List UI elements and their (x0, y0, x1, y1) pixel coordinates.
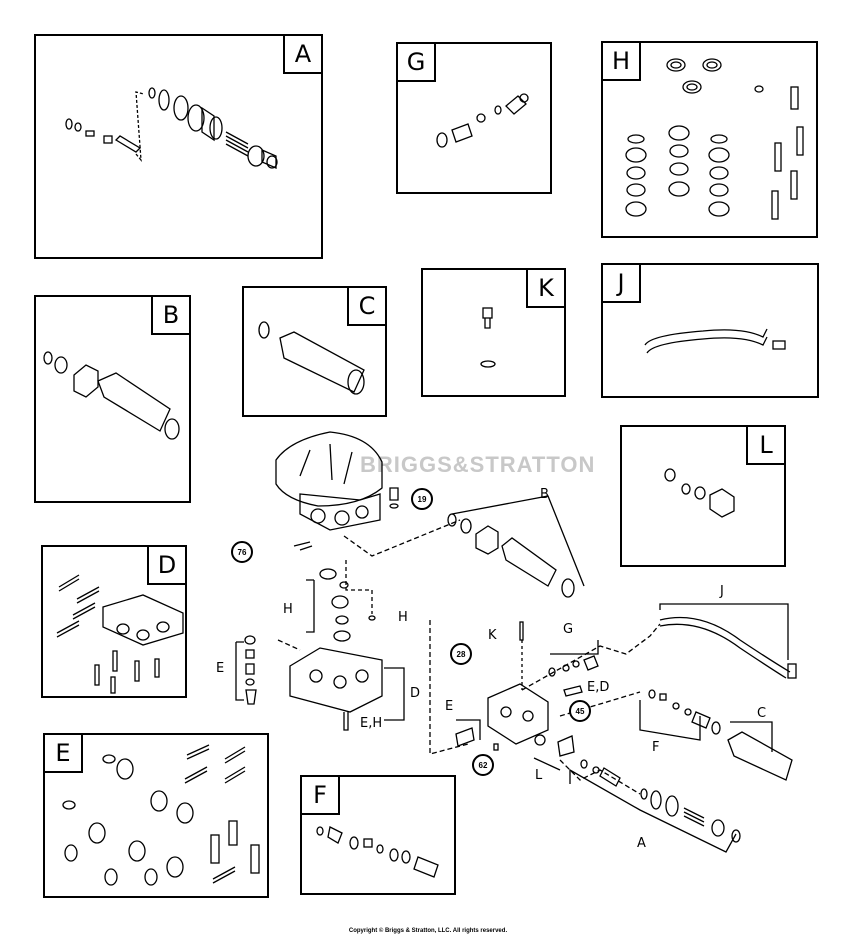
label-e-h: E,H (360, 716, 383, 731)
panel-l: L (620, 425, 786, 567)
label-e-left: E (216, 661, 225, 676)
label-f: F (652, 740, 660, 755)
panel-k: K (421, 268, 566, 397)
label-c: C (757, 706, 767, 721)
label-a: A (637, 836, 646, 851)
panel-g-parts-drawing (436, 93, 529, 148)
panel-f: F (300, 775, 456, 895)
label-e-d: E,D (587, 680, 610, 695)
panel-c: C (242, 286, 387, 417)
label-h-right: H (398, 610, 408, 625)
panel-h-parts-drawing (625, 58, 804, 220)
label-g: G (563, 622, 574, 637)
panel-h-label: H (601, 41, 641, 81)
panel-b-label: B (151, 295, 191, 335)
label-e-right: E (445, 699, 454, 714)
panel-e-label: E (43, 733, 83, 773)
copyright-notice: Copyright © Briggs & Stratton, LLC. All … (348, 928, 508, 934)
panel-c-parts-drawing (258, 321, 365, 395)
callout-62: 62 (472, 754, 494, 776)
callout-19: 19 (411, 488, 433, 510)
callout-45: 45 (569, 700, 591, 722)
panel-k-parts-drawing (480, 307, 496, 368)
callout-28: 28 (450, 643, 472, 665)
panel-k-label: K (526, 268, 566, 308)
panel-d-label: D (147, 545, 187, 585)
panel-c-label: C (347, 286, 387, 326)
callout-76: 76 (231, 541, 253, 563)
brand-watermark: BRIGGS&STRATTON (360, 452, 596, 477)
label-j: J (720, 584, 724, 599)
panel-d: D (41, 545, 187, 698)
panel-a-parts-drawing (65, 87, 278, 169)
panel-g: G (396, 42, 552, 194)
label-d: D (410, 686, 421, 701)
panel-f-parts-drawing (316, 826, 439, 878)
label-l: L (535, 768, 543, 783)
panel-j: J (601, 263, 819, 398)
panel-j-parts-drawing (644, 328, 786, 354)
panel-b: B (34, 295, 191, 503)
panel-e: E (43, 733, 269, 898)
panel-d-parts-drawing (56, 574, 184, 694)
label-h-left: H (283, 602, 293, 617)
label-k: K (488, 628, 497, 643)
panel-a: A (34, 34, 323, 259)
panel-g-label: G (396, 42, 436, 82)
panel-l-parts-drawing (664, 468, 735, 518)
panel-f-label: F (300, 775, 340, 815)
panel-j-label: J (601, 263, 641, 303)
panel-l-label: L (746, 425, 786, 465)
panel-h: H (601, 41, 818, 238)
panel-b-parts-drawing (43, 351, 180, 440)
panel-a-label: A (283, 34, 323, 74)
label-b: B (540, 487, 549, 502)
panel-e-parts-drawing (62, 744, 260, 886)
